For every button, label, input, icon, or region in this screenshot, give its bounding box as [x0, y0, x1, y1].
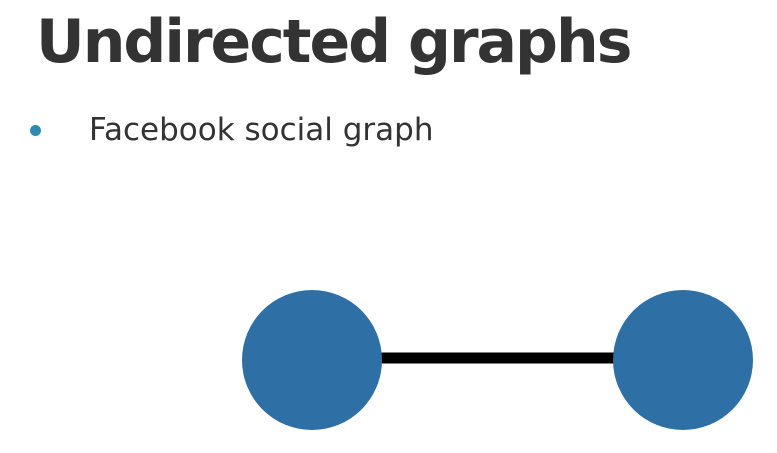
bullet-item: Facebook social graph — [30, 110, 434, 150]
graph-node-left — [242, 290, 382, 430]
bullet-text: Facebook social graph — [89, 112, 434, 148]
slide-title: Undirected graphs — [36, 7, 632, 77]
graph-node-right — [613, 290, 753, 430]
bullet-dot-icon — [30, 124, 41, 136]
